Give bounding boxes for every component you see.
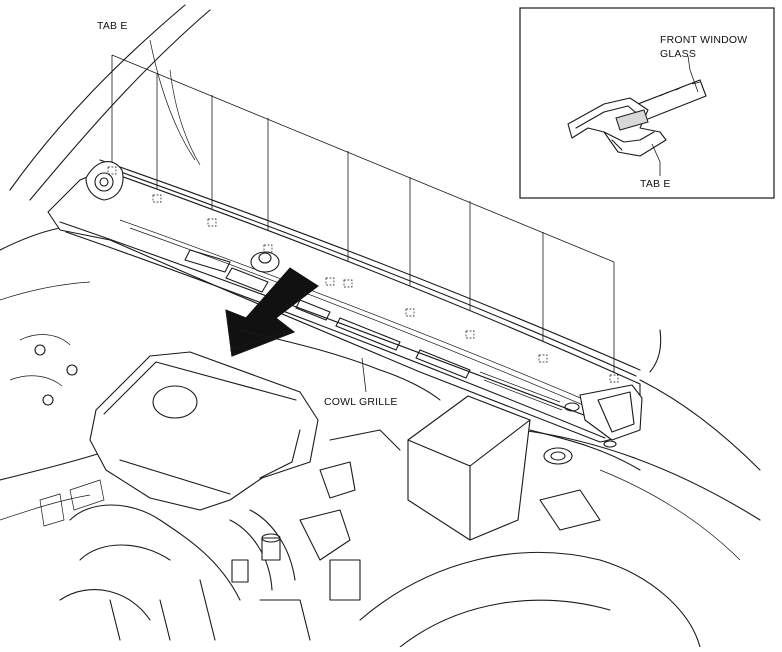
front-window-glass-label-line2: GLASS [660, 48, 697, 60]
tab-markers [107, 166, 619, 383]
cowl-grille [47, 161, 643, 448]
tab-e-label: TAB E [97, 20, 128, 32]
engine-compartment [9, 329, 441, 641]
cowl-grille-label: COWL GRILLE [324, 396, 398, 408]
right-components [359, 429, 701, 648]
detail-inset [519, 7, 775, 199]
front-window-glass-label-line1: FRONT WINDOW [660, 34, 748, 46]
removal-arrow [225, 267, 319, 357]
battery [407, 395, 531, 541]
tab-e-detail-label: TAB E [640, 178, 671, 190]
